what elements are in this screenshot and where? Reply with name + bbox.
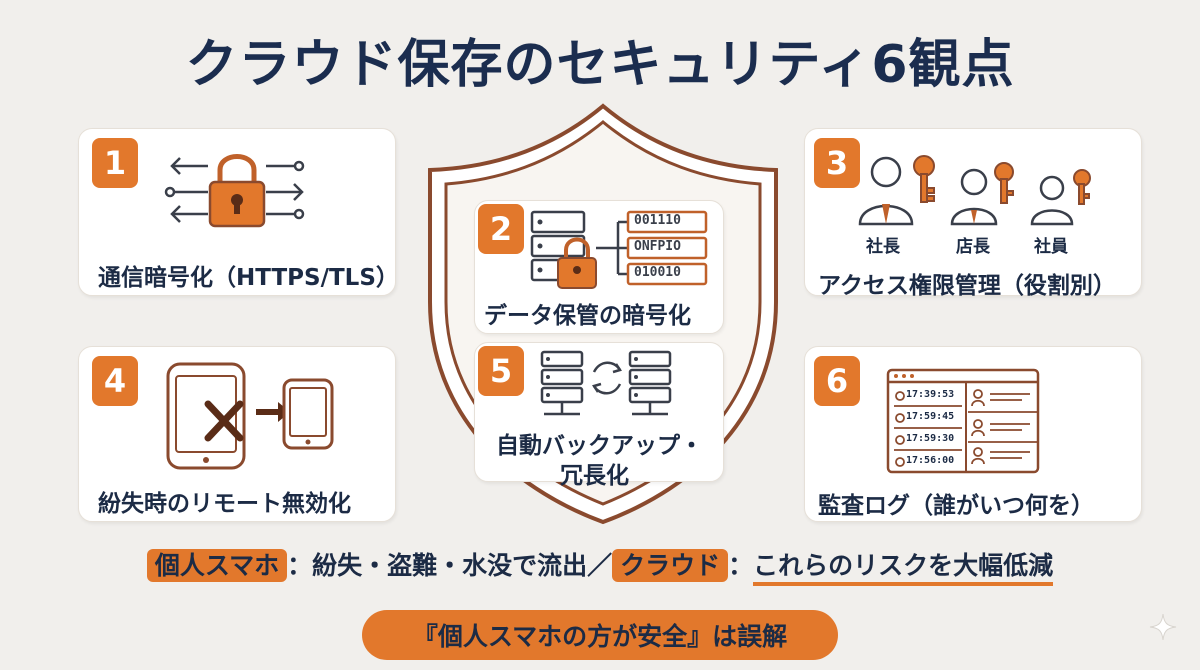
role-label-store-manager: 店長 bbox=[956, 237, 990, 257]
role-label-president: 社長 bbox=[866, 237, 900, 257]
summary-risk-reduction: これらのリスクを大幅低減 bbox=[753, 551, 1054, 586]
summary-line: 個人スマホ：紛失・盗難・水没で流出／クラウド：これらのリスクを大幅低減 bbox=[0, 546, 1200, 586]
log-time-4: 17:56:00 bbox=[906, 455, 955, 466]
number-badge-4: 4 bbox=[92, 356, 138, 406]
number-badge-2: 2 bbox=[478, 204, 524, 254]
server-code-2: ONFPIO bbox=[634, 239, 681, 254]
number-badge-3: 3 bbox=[814, 138, 860, 188]
highlight-cloud: クラウド bbox=[612, 549, 729, 582]
label-remote-wipe: 紛失時のリモート無効化 bbox=[98, 491, 351, 517]
label-access-control: アクセス権限管理（役割別） bbox=[818, 273, 1116, 299]
backup-servers-icon bbox=[540, 350, 672, 416]
log-time-2: 17:59:45 bbox=[906, 411, 955, 422]
sparkle-icon bbox=[1149, 613, 1177, 641]
summary-colon: ： bbox=[728, 551, 754, 580]
label-auto-backup-line2: 冗長化 bbox=[560, 463, 629, 489]
encrypted-server-icon bbox=[530, 210, 708, 289]
label-auto-backup-line1: 自動バックアップ・ bbox=[496, 433, 703, 459]
page-title: クラウド保存のセキュリティ6観点 bbox=[185, 35, 1015, 95]
log-time-1: 17:39:53 bbox=[906, 389, 955, 400]
audit-log-window-icon bbox=[886, 368, 1040, 474]
role-label-employee: 社員 bbox=[1034, 237, 1068, 257]
highlight-personal-phone: 個人スマホ bbox=[146, 549, 288, 582]
roles-keys-icon bbox=[858, 155, 1091, 226]
server-code-1: 001110 bbox=[634, 213, 681, 228]
label-encryption-in-transit: 通信暗号化（HTTPS/TLS） bbox=[98, 265, 399, 291]
number-badge-6: 6 bbox=[814, 356, 860, 406]
summary-risk-text: ：紛失・盗難・水没で流出／ bbox=[287, 551, 613, 580]
label-encryption-at-rest: データ保管の暗号化 bbox=[484, 303, 691, 329]
phone-remote-disable-icon bbox=[166, 362, 334, 470]
number-badge-1: 1 bbox=[92, 138, 138, 188]
server-code-3: 010010 bbox=[634, 265, 681, 280]
log-time-3: 17:59:30 bbox=[906, 433, 955, 444]
number-badge-5: 5 bbox=[478, 346, 524, 396]
padlock-network-icon bbox=[164, 154, 305, 228]
conclusion-pill: 『個人スマホの方が安全』は誤解 bbox=[362, 610, 838, 660]
label-audit-log: 監査ログ（誰がいつ何を） bbox=[818, 493, 1094, 519]
